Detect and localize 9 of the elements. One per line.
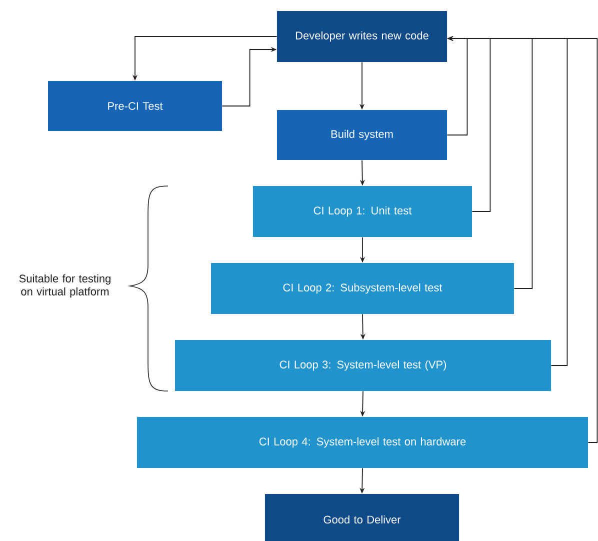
- process-box: CI Loop 2: Subsystem-level test: [211, 263, 514, 314]
- process-box: Developer writes new code: [277, 11, 447, 62]
- process-box: CI Loop 3: System-level test (VP): [175, 340, 551, 391]
- process-box: CI Loop 4: System-level test on hardware: [137, 417, 588, 468]
- process-box: CI Loop 1: Unit test: [253, 186, 472, 237]
- annotation-text: Suitable for testing on virtual platform: [19, 274, 110, 298]
- process-box: Good to Deliver: [265, 494, 459, 541]
- process-box: Pre-CI Test: [48, 81, 222, 131]
- process-box: Build system: [277, 110, 447, 160]
